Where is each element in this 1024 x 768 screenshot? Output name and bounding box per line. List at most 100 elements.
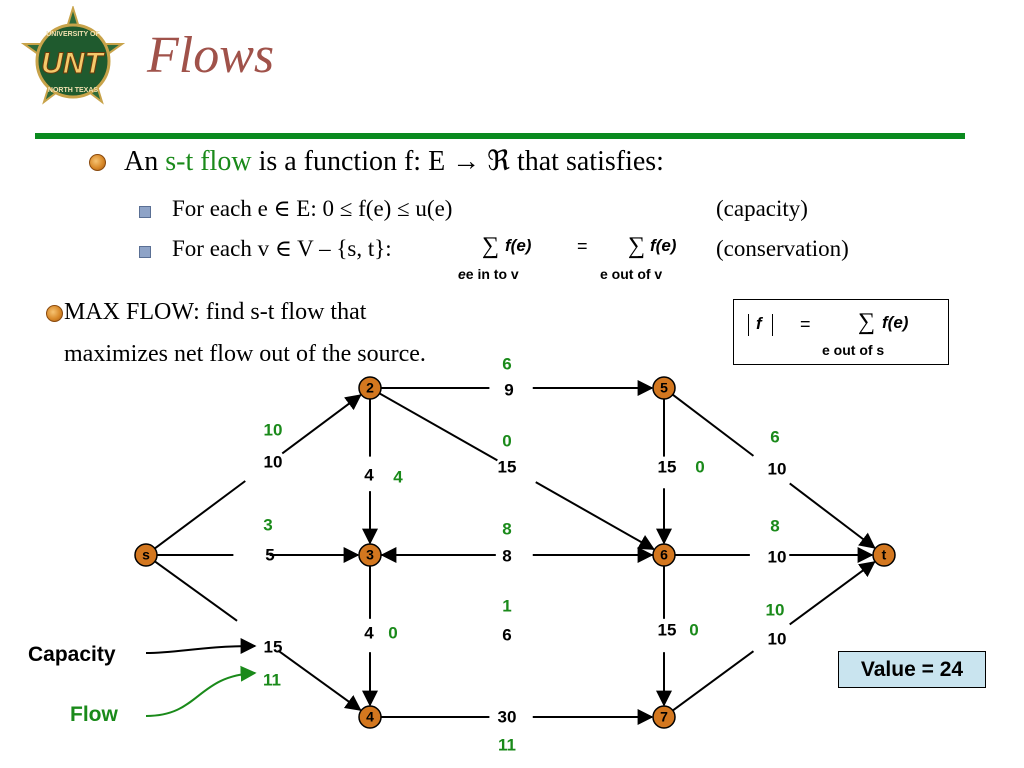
edge-2-6-flow-label: 0 [502,431,511,450]
definition-rest: is a function f: E → ℜ that satisfies: [258,146,664,177]
capacity-legend-label: Capacity [28,643,116,666]
edge-4-7-flow-label: 11 [498,735,516,754]
edge-6-7-flow-label: 0 [689,620,698,639]
node-s [134,543,158,567]
edge-2-6-head [535,481,655,550]
node-6 [652,543,676,567]
capacity-legend-arrow [145,638,257,655]
st-flow-term: s-t flow [165,146,252,177]
node-5-label: 5 [660,380,668,396]
conservation-tag: (conservation) [716,236,849,261]
edge-s-4-head [277,649,362,711]
node-3 [358,543,382,567]
node-7-label: 7 [660,709,668,725]
edge-s-4-tail [154,560,238,622]
page-title: Flows [147,27,275,84]
edge-2-5-flow-label: 6 [502,354,511,373]
logo-ring-top: UNIVERSITY OF [46,31,100,38]
edge-5-t-head [789,482,876,549]
edge-3-4-flow-label: 0 [388,623,397,642]
edge-3-6-flow-label: 8 [502,519,511,538]
edge-2-5-capacity-label: 9 [504,380,513,399]
edge-7-t-tail [672,650,755,712]
edge-7-t-head [789,561,876,626]
definition-prefix: An [124,146,159,177]
edge-7-t-capacity-label: 10 [768,629,787,648]
edge-6-7-capacity-label: 15 [658,620,677,639]
capacity-rule: For each e ∈ E: 0 ≤ f(e) ≤ u(e) [172,196,453,221]
edge-2-6-tail [379,392,498,462]
title-divider [35,133,965,139]
definition-line: An s-t flow is a function f: E → ℜ that … [124,148,664,176]
conservation-equals: = [577,236,588,256]
node-5 [652,376,676,400]
nodes-layer: s 2 3 4 5 6 7 t [134,376,896,729]
node-4-label: 4 [366,709,374,725]
abs-bar-right [772,314,773,336]
flow-value-formula-box: f = ∑ f(e) e out of s [733,299,949,365]
edge-2-6-capacity-label: 15 [498,457,517,476]
edge-s-3-flow-label: 3 [263,515,272,534]
edge-s-2-tail [154,480,246,550]
edge-2-3-capacity-label: 4 [364,465,374,484]
edge-7-t-flow-label: 10 [766,600,785,619]
edge-5-6-flow-label: 0 [695,457,704,476]
edge-s-4-capacity-label: 15 [264,637,283,656]
sum-right-term: f(e) [650,236,677,255]
sum-left-subscript: ee in to v [458,266,519,282]
maxflow-line-1: MAX FLOW: find s-t flow that [64,299,367,325]
node-4 [358,705,382,729]
maxflow-line-2: maximizes net flow out of the source. [64,341,426,367]
edge-6-t-capacity-label: 10 [768,547,787,566]
formula-term: f(e) [882,313,909,332]
edge-s-2-head [281,394,362,455]
edge-s-2-flow-label: 10 [264,420,283,439]
capacity-tag: (capacity) [716,196,808,221]
node-t-label: t [882,547,887,563]
node-7 [652,705,676,729]
sum-left-sigma: ∑ [482,233,500,259]
formula-lhs: f [756,314,762,333]
flow-legend-arrow [145,665,257,717]
abs-bar-left [748,314,749,336]
edge-6-3-capacity-label: 6 [502,625,511,644]
edge-5-6-capacity-label: 15 [658,457,677,476]
formula-subscript: e out of s [822,342,885,358]
flow-value-box: Value = 24 [838,651,986,688]
node-t [872,543,896,567]
formula-sigma: ∑ [858,309,876,335]
flow-legend-label: Flow [70,703,118,726]
node-s-label: s [142,547,150,563]
edges-layer [154,380,876,725]
edge-s-4-flow-label: 11 [263,670,281,689]
logo-text: UNT [41,47,105,80]
sub-bullet-icon [139,206,151,218]
formula-equals: = [800,314,811,334]
edge-2-3-flow-label: 4 [393,467,403,486]
edge-5-t-capacity-label: 10 [768,459,787,478]
bullet-icon [89,154,106,171]
sub-bullet-icon [139,246,151,258]
edge-6-t-flow-label: 8 [770,516,779,535]
unt-logo: UNIVERSITY OF UNT NORTH TEXAS [12,4,134,114]
sum-right-subscript: e out of v [600,266,663,282]
edge-6-3-flow-label: 1 [502,596,511,615]
edge-3-4-capacity-label: 4 [364,623,374,642]
edge-s-3-capacity-label: 5 [265,545,274,564]
node-2-label: 2 [366,380,374,396]
logo-ring-bottom: NORTH TEXAS [48,87,99,94]
sum-left-term: f(e) [505,236,532,255]
sum-right-sigma: ∑ [628,233,646,259]
edge-5-t-flow-label: 6 [770,427,779,446]
node-6-label: 6 [660,547,668,563]
conservation-rule: For each v ∈ V – {s, t}: [172,236,392,261]
edge-s-2-capacity-label: 10 [264,452,283,471]
node-2 [358,376,382,400]
edge-3-6-capacity-label: 8 [502,546,511,565]
edge-5-t-tail [672,393,755,457]
bullet-icon [46,305,63,322]
edge-4-7-capacity-label: 30 [498,707,517,726]
node-3-label: 3 [366,547,374,563]
